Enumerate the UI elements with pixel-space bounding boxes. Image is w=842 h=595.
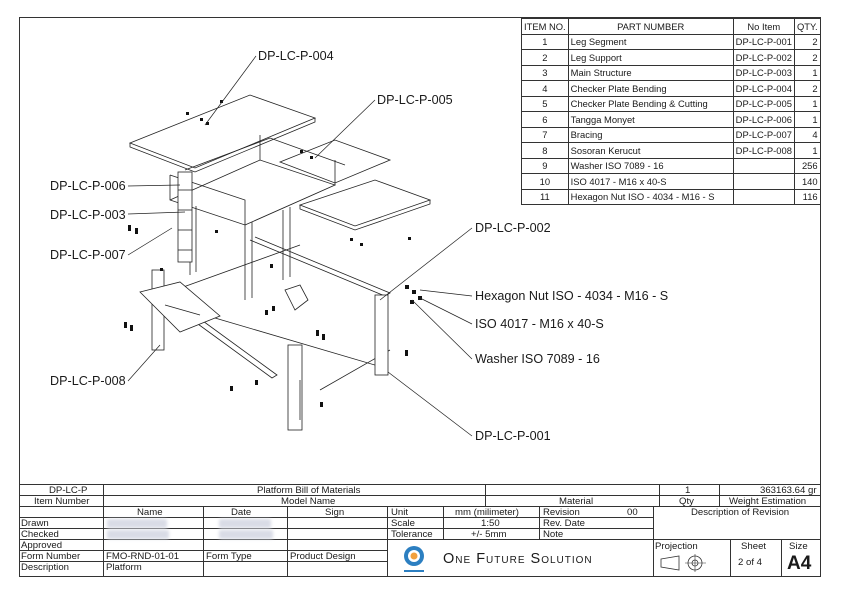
unit-label: Unit xyxy=(391,507,409,518)
form-type-label: Form Type xyxy=(206,551,252,562)
callout-p008: DP-LC-P-008 xyxy=(50,374,126,388)
bom-cell-no: DP-LC-P-008 xyxy=(732,142,795,159)
callout-p005: DP-LC-P-005 xyxy=(377,93,453,107)
callout-p002: DP-LC-P-002 xyxy=(475,221,551,235)
weight-value: 363163.64 gr xyxy=(760,485,817,496)
description-label: Description xyxy=(21,562,69,573)
bom-cell-qty: 1 xyxy=(793,95,821,112)
bom-cell-qty: 116 xyxy=(793,188,821,205)
col-name-label: Name xyxy=(137,507,163,518)
callout-p006: DP-LC-P-006 xyxy=(50,179,126,193)
material-label: Material xyxy=(559,496,594,507)
redacted-checked-date xyxy=(219,530,273,539)
form-type-value: Product Design xyxy=(290,551,356,562)
callout-bolt: ISO 4017 - M16 x 40-S xyxy=(475,317,604,331)
weight-label: Weight Estimation xyxy=(729,496,807,507)
redacted-drawn-date xyxy=(219,519,271,528)
model-name-label: Model Name xyxy=(281,496,336,507)
projection-symbol-icon xyxy=(660,554,706,572)
callout-p004: DP-LC-P-004 xyxy=(258,49,334,63)
callout-washer: Washer ISO 7089 - 16 xyxy=(475,352,600,366)
size-label: Size xyxy=(789,541,808,552)
item-number-value: DP-LC-P xyxy=(49,485,88,496)
revision-label: Revision xyxy=(543,507,580,518)
callout-p007: DP-LC-P-007 xyxy=(50,248,126,262)
col-date-label: Date xyxy=(231,507,252,518)
company-name: One Future Solution xyxy=(443,551,593,567)
drawing-border xyxy=(19,17,821,577)
unit-value: mm (milimeter) xyxy=(455,507,519,518)
drawn-label: Drawn xyxy=(21,518,49,529)
callout-hexagon-nut: Hexagon Nut ISO - 4034 - M16 - S xyxy=(475,289,669,303)
form-number-value: FMO-RND-01-01 xyxy=(106,551,180,562)
description-of-revision-label: Description of Revision xyxy=(691,507,790,518)
scale-value: 1:50 xyxy=(481,518,500,529)
size-value: A4 xyxy=(787,553,812,574)
bom-cell-no xyxy=(732,188,795,205)
qty-value: 1 xyxy=(685,485,691,496)
redacted-drawn-name xyxy=(107,519,167,528)
company-logo xyxy=(404,546,424,572)
model-name-value: Platform Bill of Materials xyxy=(257,485,361,496)
description-value: Platform xyxy=(106,562,142,573)
form-number-label: Form Number xyxy=(21,551,81,562)
approved-label: Approved xyxy=(21,540,63,551)
tolerance-value: +/- 5mm xyxy=(471,529,507,540)
revision-value: 00 xyxy=(627,507,638,518)
note-label: Note xyxy=(543,529,564,540)
structure-geometry xyxy=(128,94,432,431)
sheet-value: 2 of 4 xyxy=(738,557,763,568)
item-number-label: Item Number xyxy=(34,496,90,507)
callout-p001: DP-LC-P-001 xyxy=(475,429,551,443)
sheet-label: Sheet xyxy=(741,541,767,552)
scale-label: Scale xyxy=(391,518,415,529)
projection-label: Projection xyxy=(655,541,698,552)
title-block: DP-LC-P Item Number Platform Bill of Mat… xyxy=(19,484,821,577)
bolt-hardware-marks xyxy=(124,100,422,407)
checked-label: Checked xyxy=(21,529,59,540)
tolerance-label: Tolerance xyxy=(391,529,433,540)
rev-date-label: Rev. Date xyxy=(543,518,585,529)
qty-label: Qty xyxy=(679,496,694,507)
callout-p003: DP-LC-P-003 xyxy=(50,208,126,222)
leader-lines xyxy=(127,55,473,437)
redacted-checked-name xyxy=(107,530,169,539)
col-sign-label: Sign xyxy=(325,507,345,518)
